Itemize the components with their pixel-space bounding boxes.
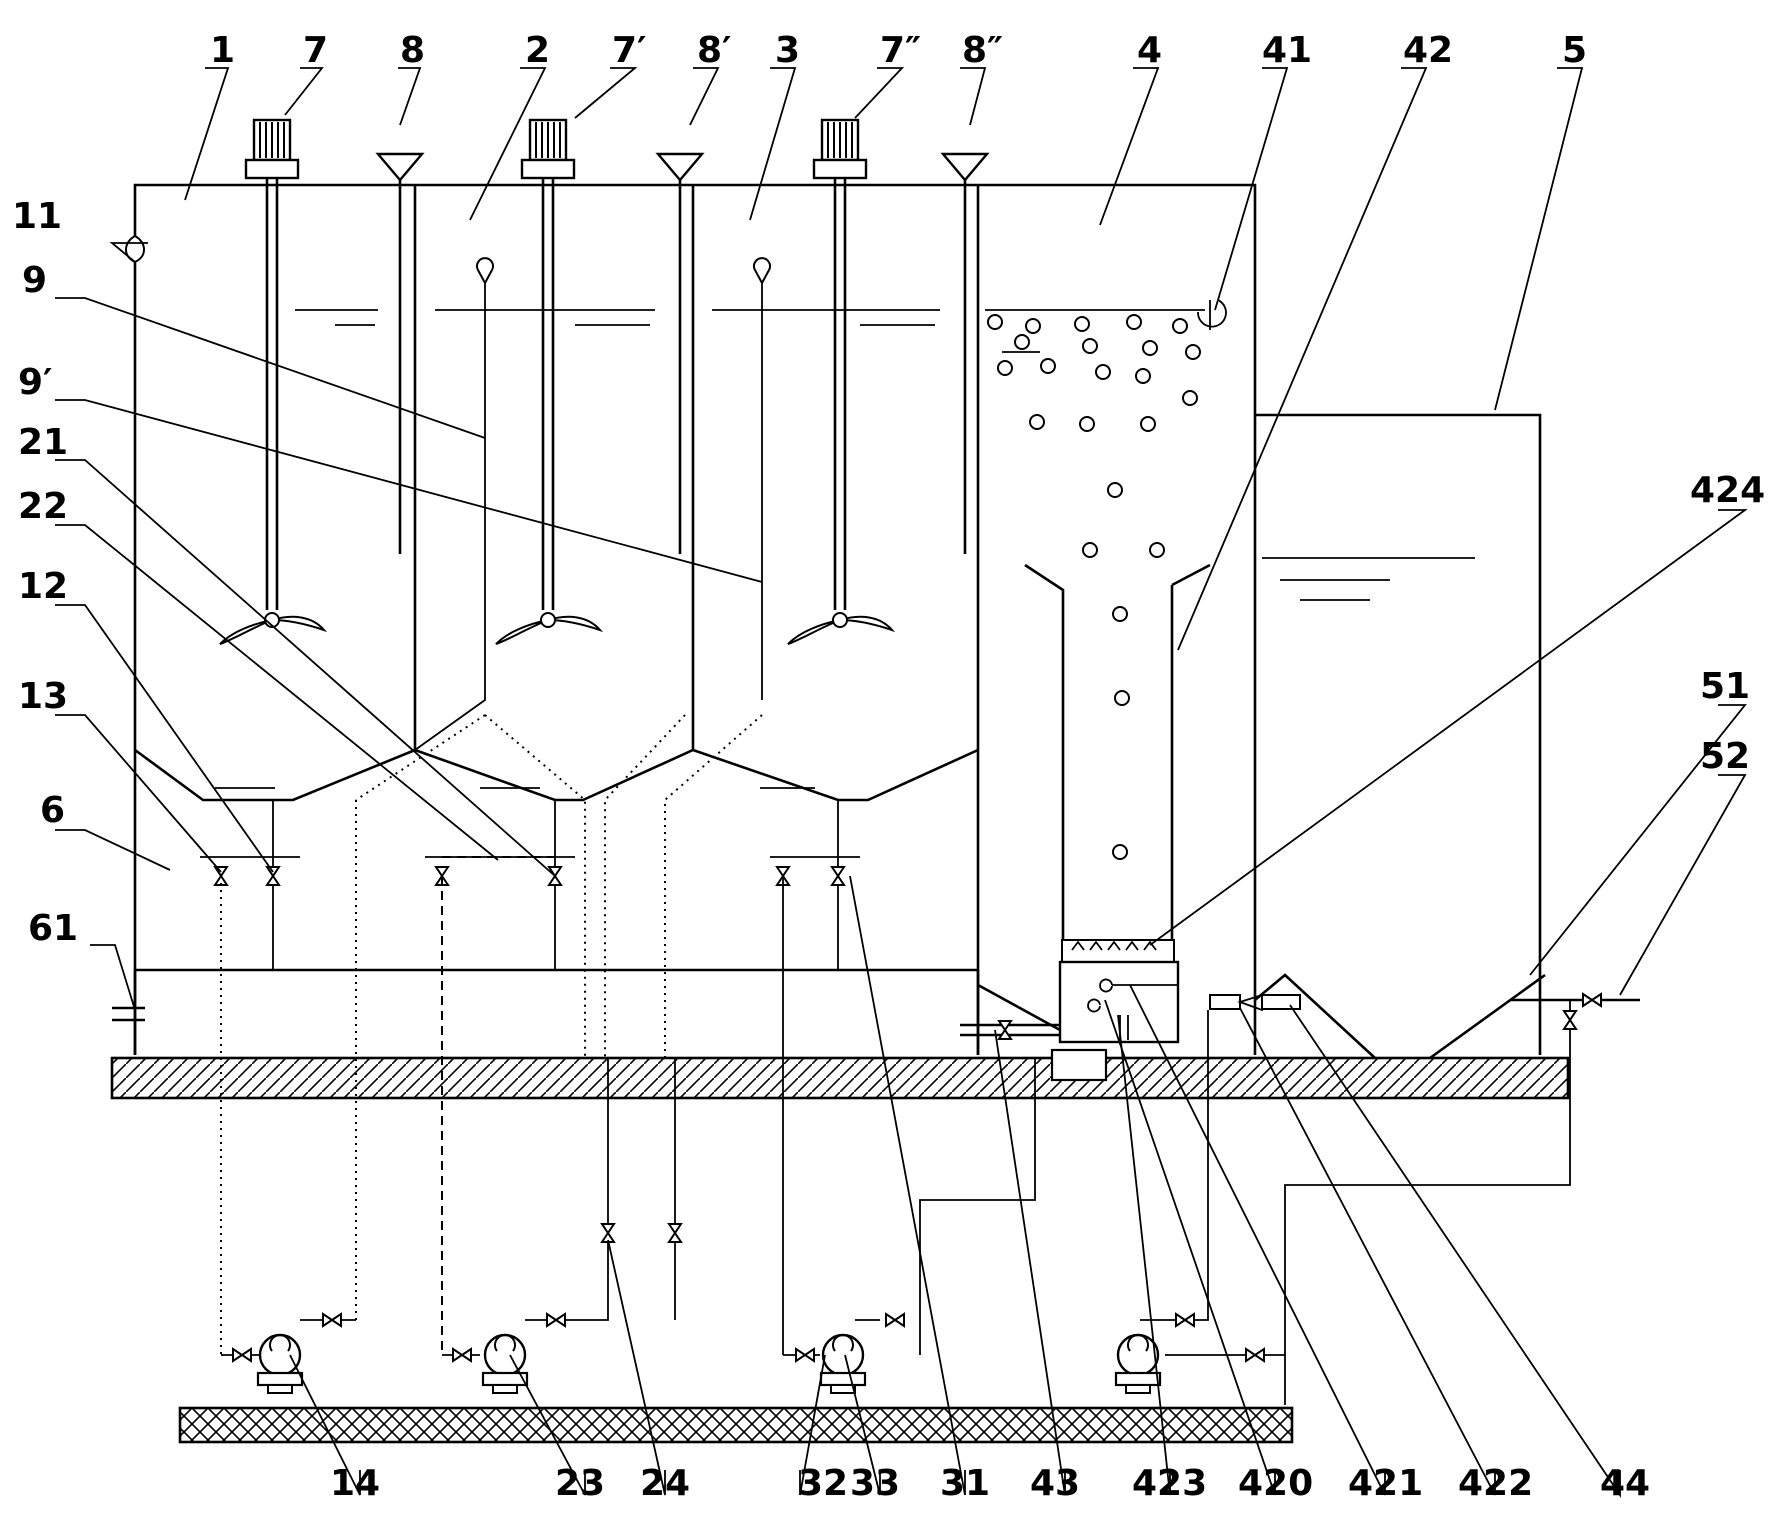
label-21: 21 [18,422,68,463]
label-41: 41 [1262,30,1312,71]
dosing-funnel-1 [376,152,424,554]
air-bubbles [987,314,1201,860]
label-22: 22 [18,486,68,527]
label-6: 6 [40,790,65,831]
label-5: 5 [1562,30,1587,71]
label-12: 12 [18,566,68,607]
label-24: 24 [640,1463,690,1504]
label-423: 423 [1132,1463,1207,1504]
skimmer [1197,299,1227,330]
label-3: 3 [775,30,800,71]
hopper-valves [200,856,860,886]
reactor-tanks [133,183,1257,1055]
flotation-column [960,563,1211,1082]
label-7: 7 [303,30,328,71]
label-61: 61 [28,908,78,949]
label-9: 9 [22,260,47,301]
level-sensor [125,234,145,264]
dosing-funnel-3 [941,152,989,554]
label-32: 32 [798,1463,848,1504]
label-43: 43 [1030,1463,1080,1504]
part-labels: 1 7 8 2 7′ 8′ 3 7″ 8″ 4 41 42 5 11 9 9′ … [12,30,1765,1504]
label-420: 420 [1238,1463,1313,1504]
pipework [220,714,1285,1362]
label-7-prime: 7′ [612,30,647,71]
sludge-tank [112,968,980,1055]
label-9-prime: 9′ [18,362,53,403]
agitator-3 [787,118,893,645]
leader-lines [55,67,1748,1498]
label-8: 8 [400,30,425,71]
label-51: 51 [1700,666,1750,707]
label-13: 13 [18,676,68,717]
label-2: 2 [525,30,550,71]
label-11: 11 [12,196,62,237]
label-4: 4 [1137,30,1162,71]
label-44: 44 [1600,1463,1650,1504]
label-33: 33 [850,1463,900,1504]
label-14: 14 [330,1463,380,1504]
label-421: 421 [1348,1463,1423,1504]
label-7-double-prime: 7″ [880,30,921,71]
ground-slab [110,1056,1570,1100]
clear-water-tank [1209,413,1640,1405]
label-8-prime: 8′ [697,30,732,71]
label-8-double-prime: 8″ [962,30,1003,71]
label-23: 23 [555,1463,605,1504]
label-424: 424 [1690,470,1765,511]
agitator-2 [495,118,601,645]
label-1: 1 [210,30,235,71]
label-42: 42 [1403,30,1453,71]
dosing-funnel-2 [656,152,704,554]
pump-3 [819,1333,867,1395]
pump-base-slab [178,1406,1294,1444]
label-52: 52 [1700,736,1750,777]
label-31: 31 [940,1463,990,1504]
pump-2 [481,1333,529,1395]
label-422: 422 [1458,1463,1533,1504]
agitator-1 [219,118,325,645]
